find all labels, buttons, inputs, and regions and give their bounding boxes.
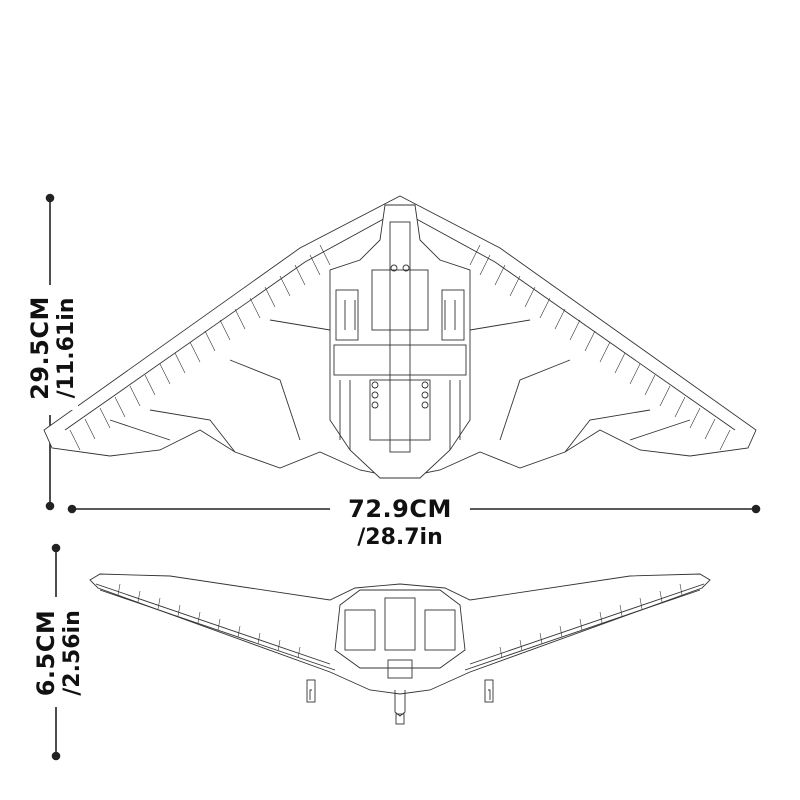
width-dimension-line [67, 504, 761, 514]
width-imperial: /28.7in [357, 525, 443, 550]
front-height-dimension-line [51, 543, 61, 761]
front-height-imperial: /2.56in [60, 610, 85, 696]
aircraft-front-view [89, 573, 711, 725]
front-view-height-label: 6.5CM /2.56in [32, 599, 85, 707]
top-height-metric: 29.5CM [26, 296, 54, 400]
width-label: 72.9CM /28.7in [334, 497, 466, 549]
width-metric: 72.9CM [348, 495, 452, 523]
top-view-height-label: 29.5CM /11.61in [26, 286, 79, 410]
top-height-imperial: /11.61in [54, 297, 79, 399]
front-height-metric: 6.5CM [32, 609, 60, 697]
aircraft-top-view [43, 195, 757, 479]
